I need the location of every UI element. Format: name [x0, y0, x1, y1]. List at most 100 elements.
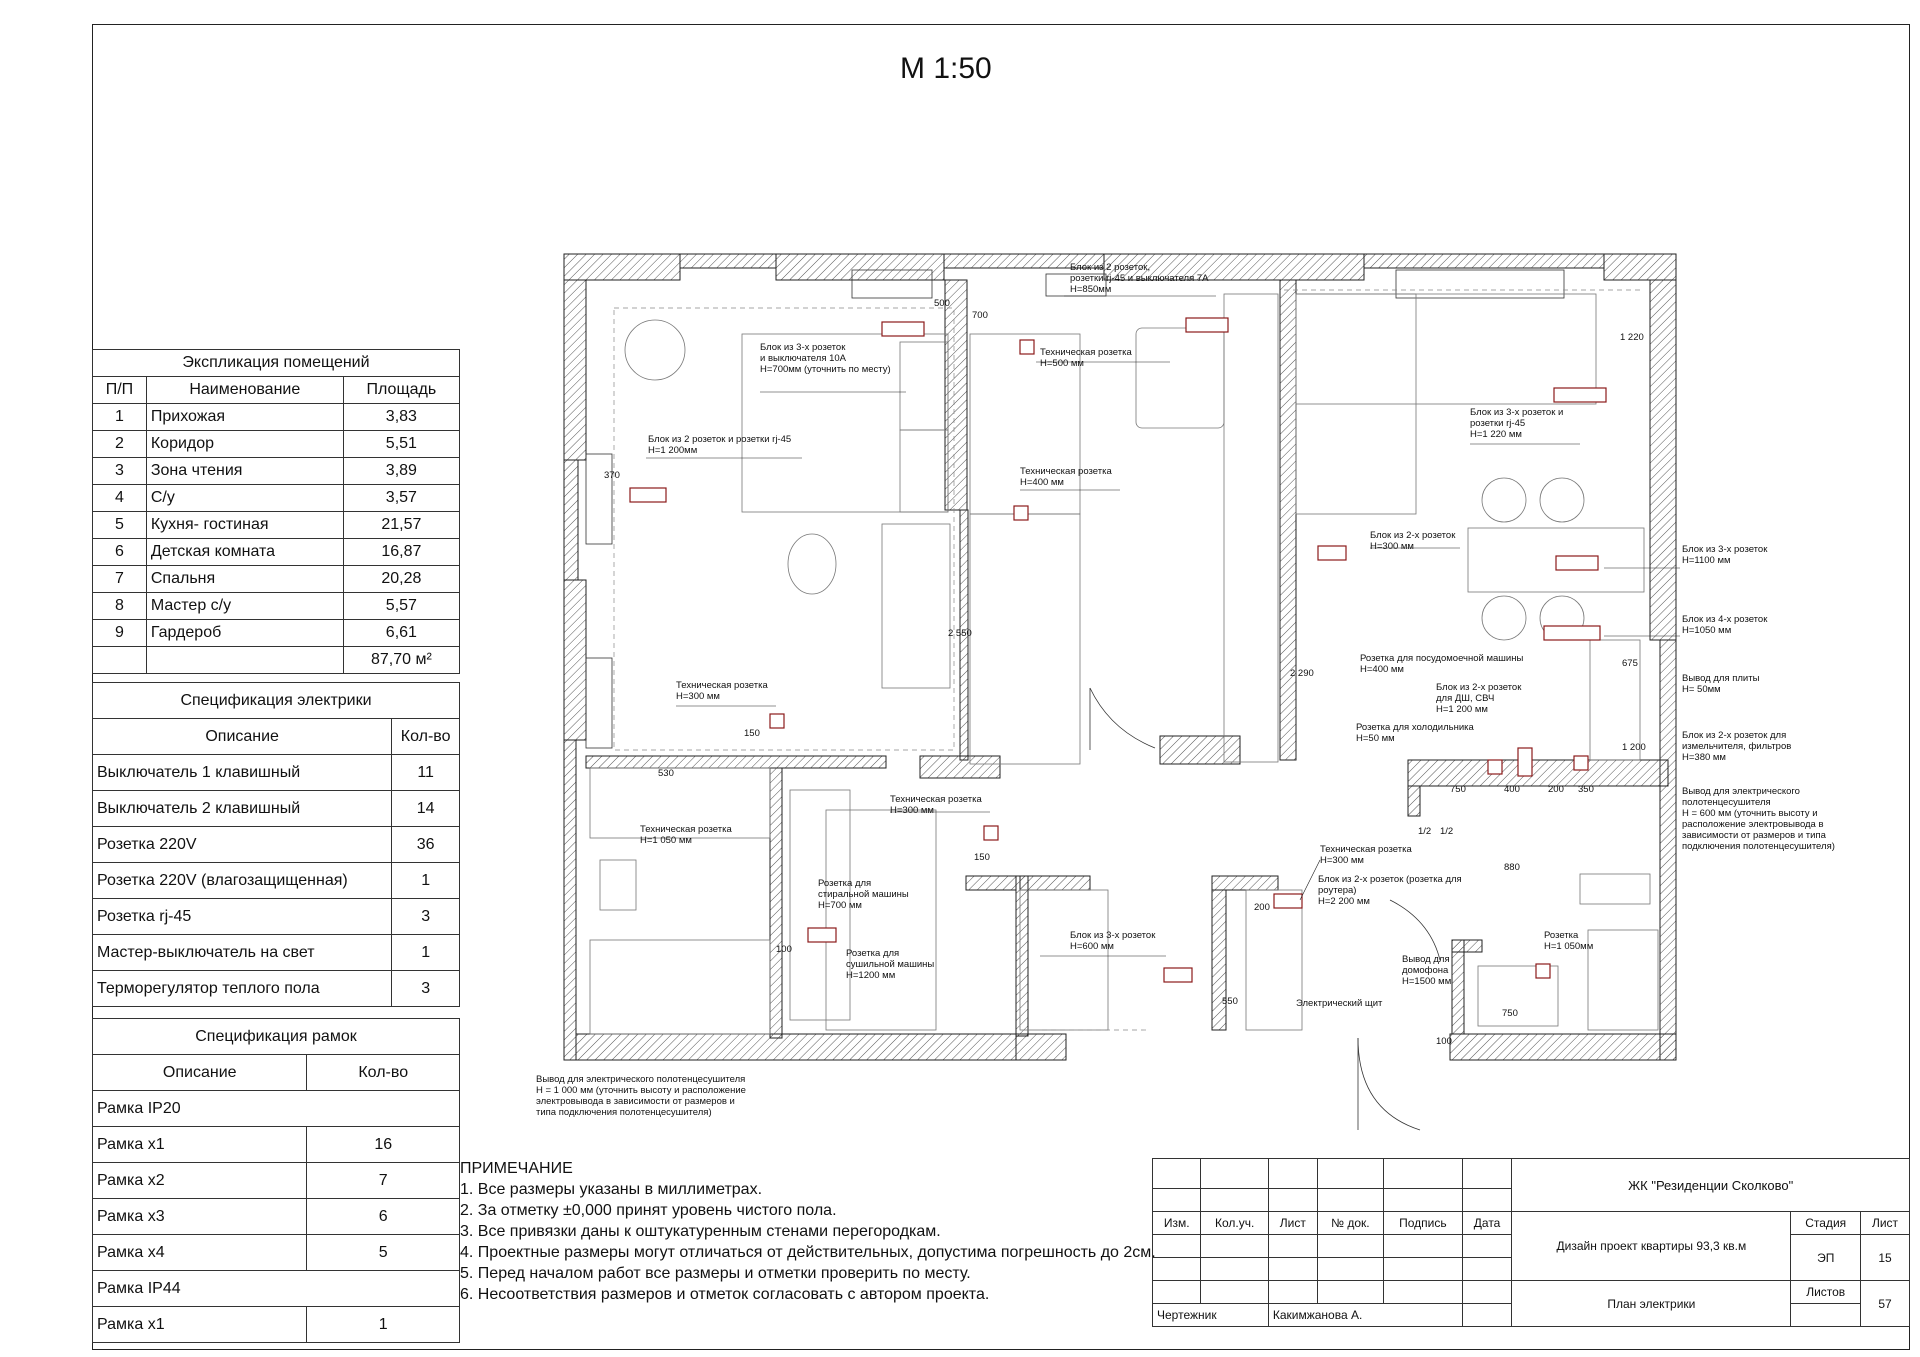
dimension: 400 [1504, 784, 1520, 795]
label: Н=300 мм [676, 691, 720, 702]
label: Блок из 3-х розеток и [1470, 407, 1563, 418]
sheets-value: 57 [1860, 1280, 1910, 1327]
table-row: Розетка 220V (влагозащищенная)1 [91, 862, 460, 899]
dimension: 350 [1578, 784, 1594, 795]
col-header: Описание [91, 1054, 308, 1091]
label: типа подключения полотенцесушителя) [536, 1107, 712, 1118]
label: Н=1 220 мм [1470, 429, 1522, 440]
stamp-col: Изм. [1151, 1211, 1202, 1235]
label: Н=700 мм [818, 900, 862, 911]
col-header: Кол-во [306, 1054, 460, 1091]
dimension: 500 [934, 298, 950, 309]
radiators [585, 269, 1565, 749]
note-item: 3. Все привязки даны к оштукатуренным ст… [460, 1223, 941, 1240]
label: Н=380 мм [1682, 752, 1726, 763]
col-header: Наименование [145, 376, 344, 404]
electrical-spec-table: Спецификация электрики Описание Кол-во В… [91, 682, 460, 1007]
leaders [646, 295, 1680, 957]
label: и выключателя 10А [760, 353, 847, 364]
note-item: 6. Несоответствия размеров и отметок сог… [460, 1286, 990, 1303]
label: Техническая розетка [1020, 466, 1112, 477]
label: Н=300 мм [1370, 541, 1414, 552]
label: Техническая розетка [676, 680, 768, 691]
label: для ДШ, СВЧ [1436, 693, 1494, 704]
note-item: 2. За отметку ±0,000 принят уровень чист… [460, 1202, 837, 1219]
label: Блок из 2-х розеток для [1682, 730, 1786, 741]
col-header: Описание [91, 718, 393, 755]
note-item: 4. Проектные размеры могут отличаться от… [460, 1244, 1156, 1261]
explication-title: Экспликация помещений [92, 349, 460, 377]
label: Розетка [1544, 930, 1579, 941]
doors [1089, 687, 1441, 1131]
label: Н=700мм (уточнить по месту) [760, 364, 891, 375]
sockets [629, 317, 1607, 983]
label: домофона [1402, 965, 1449, 976]
label: роутера) [1318, 885, 1356, 896]
label: Техническая розетка [1320, 844, 1412, 855]
label: Н=500 мм [1040, 358, 1084, 369]
dimension: 1 220 [1620, 332, 1644, 343]
label: Н=600 мм [1070, 941, 1114, 952]
label: Н=400 мм [1360, 664, 1404, 675]
socket-block [1553, 387, 1607, 403]
dimension: 1 200 [1622, 742, 1646, 753]
dimension: 370 [604, 470, 620, 481]
label: Розетка для [818, 878, 871, 889]
notes: ПРИМЕЧАНИЕ 1. Все размеры указаны в милл… [460, 1158, 1160, 1305]
label: расположение электровывода в [1682, 819, 1824, 830]
dimension: 1/2 [1440, 826, 1453, 837]
label: Н=300 мм [1320, 855, 1364, 866]
dimension: 100 [776, 944, 792, 955]
dimension: 100 [1436, 1036, 1452, 1047]
sheets-label: Листов [1790, 1280, 1861, 1304]
label: сушильной машины [846, 959, 934, 970]
dimension: 675 [1622, 658, 1638, 669]
label: Н=50 мм [1356, 733, 1395, 744]
notes-title: ПРИМЕЧАНИЕ [460, 1160, 573, 1177]
col-header: Площадь [342, 376, 461, 404]
drafter-name: Какимжанова А. [1267, 1303, 1463, 1327]
stamp-col: Кол.уч. [1200, 1211, 1269, 1235]
label: Н=850мм [1070, 284, 1111, 295]
label: Техническая розетка [1040, 347, 1132, 358]
sheet-value: 15 [1860, 1234, 1910, 1281]
note-item: 1. Все размеры указаны в миллиметрах. [460, 1181, 763, 1198]
label: Блок из 4-х розеток [1682, 614, 1768, 625]
cable-routes [613, 289, 1640, 1031]
label: Н= 50мм [1682, 684, 1721, 695]
label: Блок из 3-х розеток [760, 342, 846, 353]
label: Н=1 200 мм [1436, 704, 1488, 715]
frames-spec-table: Спецификация рамок Описание Кол-во Рамка… [91, 1018, 460, 1343]
socket-block [807, 927, 837, 943]
socket-block [1185, 317, 1229, 333]
group-header: Рамка IP20 [92, 1090, 460, 1127]
label: Блок из 2-х розеток [1436, 682, 1522, 693]
label: подключения полотенцесушителя) [1682, 841, 1835, 852]
socket-block [1317, 545, 1347, 561]
socket-block [1555, 555, 1599, 571]
label: Н=1500 мм [1402, 976, 1451, 987]
plan-labels: Блок из 3-х розеток и выключателя 10А Н=… [536, 262, 1835, 1118]
label: Блок из 2 розеток, [1070, 262, 1150, 273]
dimension: 750 [1502, 1008, 1518, 1019]
project-name: ЖК "Резиденции Сколково" [1511, 1158, 1910, 1212]
dimension: 750 [1450, 784, 1466, 795]
label: электровывода в зависимости от размеров … [536, 1096, 735, 1107]
label: зависимости от размеров и типа [1682, 830, 1827, 841]
socket-block [1273, 893, 1303, 909]
socket-block [1517, 747, 1533, 777]
scale-title: М 1:50 [900, 52, 992, 85]
dimensions: 530 370 500 700 1 220 150 150 2 550 2 29… [604, 298, 1646, 1047]
